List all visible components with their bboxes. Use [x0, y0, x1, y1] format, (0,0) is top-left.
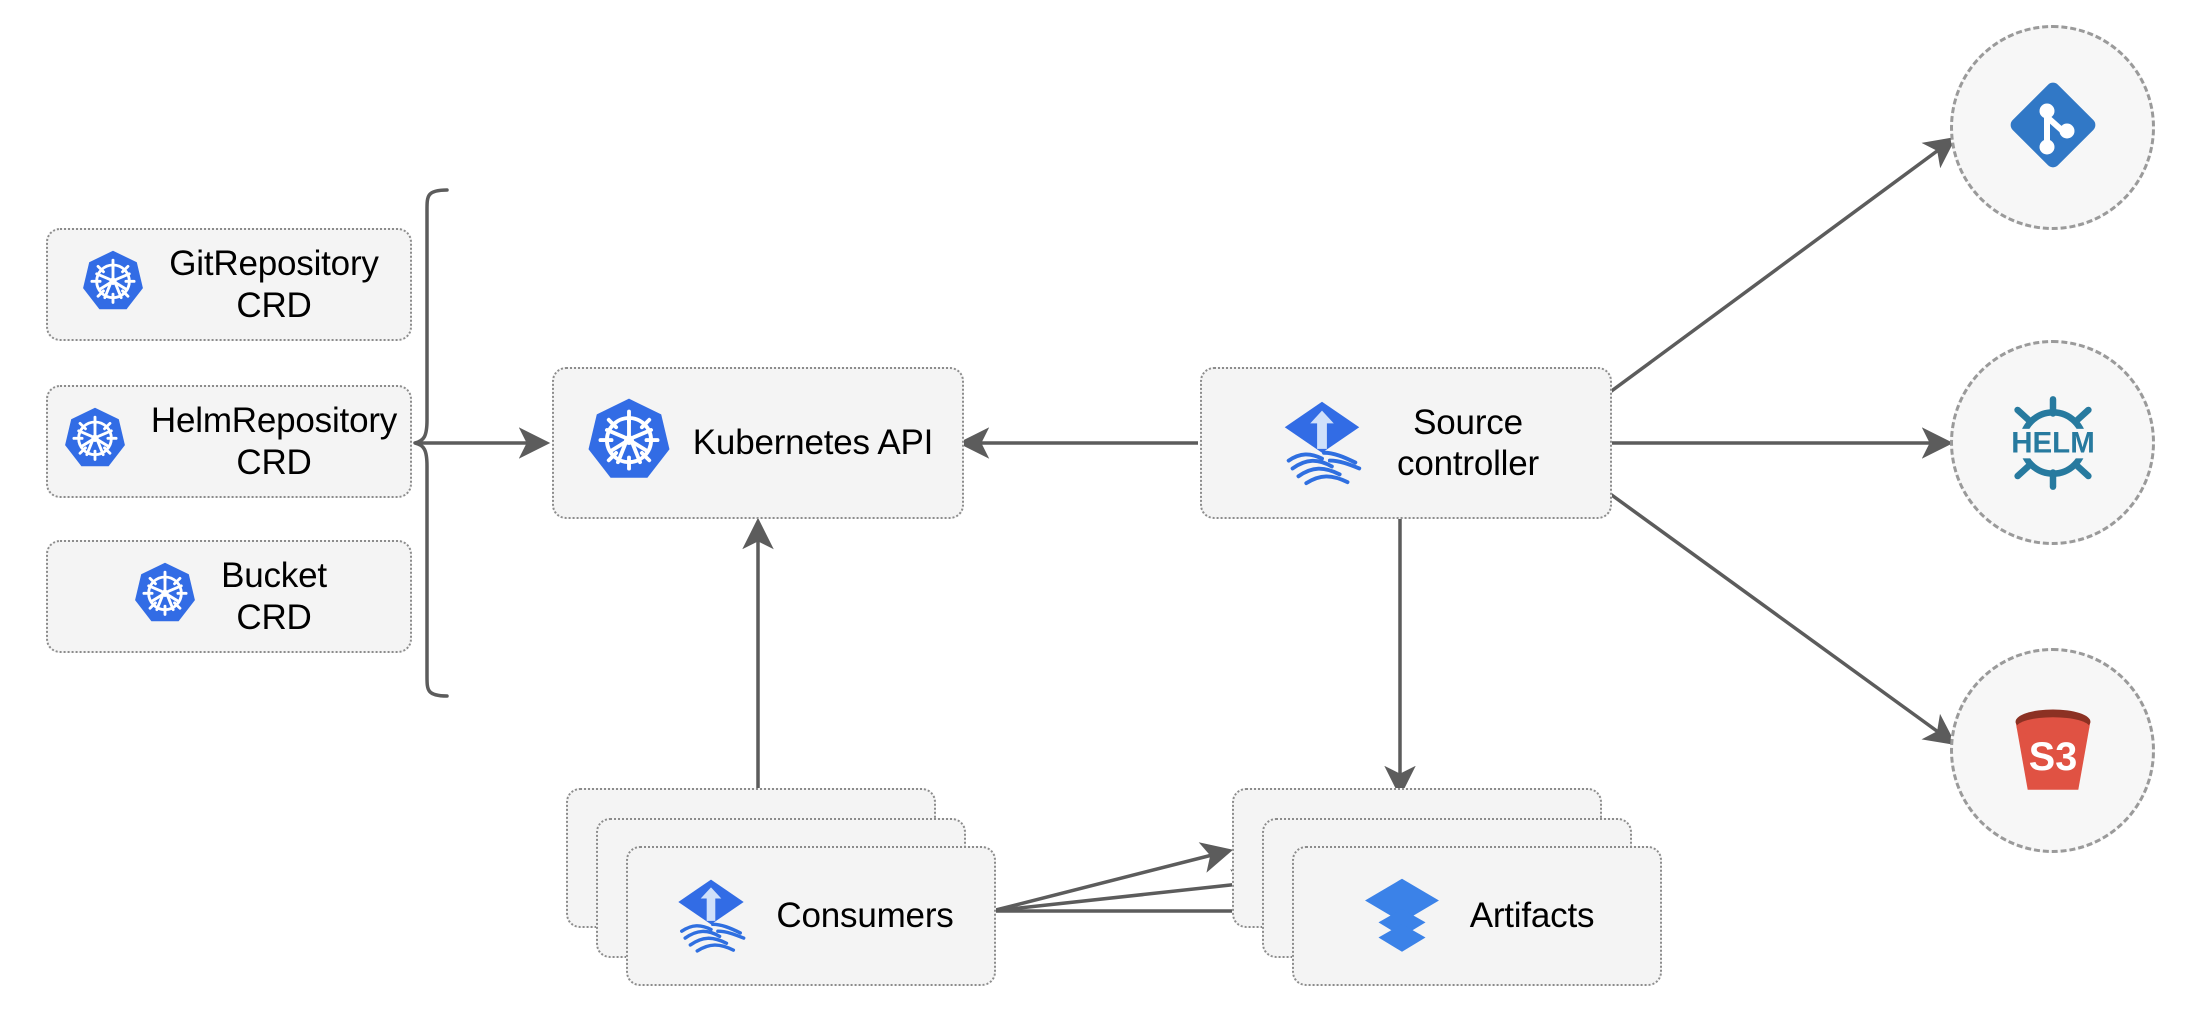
layers-icon: [1360, 872, 1444, 961]
git-endpoint-circle[interactable]: [1950, 25, 2155, 230]
edge-consumers-to-artifacts-1: [991, 842, 1234, 913]
crd-box-bucket[interactable]: Bucket CRD: [46, 540, 412, 653]
crd-label: Bucket CRD: [221, 556, 327, 637]
consumers-label: Consumers: [776, 896, 954, 936]
source-controller-label: Source controller: [1397, 402, 1539, 483]
crd-box-helmrepository[interactable]: HelmRepository CRD: [46, 385, 412, 498]
artifacts-box[interactable]: Artifacts: [1292, 846, 1662, 986]
source-controller-box[interactable]: Source controller: [1200, 367, 1612, 519]
kubernetes-icon: [61, 405, 129, 478]
kubernetes-api-label: Kubernetes API: [692, 423, 934, 463]
git-icon: [2003, 75, 2103, 180]
helm-endpoint-circle[interactable]: HELM: [1950, 340, 2155, 545]
edge-source-controller-to-s3: [1600, 486, 1957, 746]
kubernetes-icon: [131, 560, 199, 633]
artifacts-label: Artifacts: [1469, 896, 1595, 936]
kubernetes-icon: [583, 395, 675, 492]
consumers-box[interactable]: Consumers: [626, 846, 996, 986]
s3-endpoint-label: S3: [2028, 735, 2076, 779]
crd-label: GitRepository CRD: [169, 244, 379, 325]
crd-group-bracket: [413, 188, 449, 698]
s3-icon: S3: [1998, 693, 2108, 808]
consumers-stack: Consumers: [566, 788, 1006, 988]
crd-box-gitrepository[interactable]: GitRepository CRD: [46, 228, 412, 341]
helm-icon: HELM: [1994, 384, 2112, 502]
kubernetes-api-box[interactable]: Kubernetes API: [552, 367, 964, 519]
helm-endpoint-label: HELM: [2011, 426, 2095, 459]
kubernetes-icon: [79, 248, 147, 321]
s3-endpoint-circle[interactable]: S3: [1950, 648, 2155, 853]
edge-source-controller-to-git: [1600, 136, 1957, 400]
edge-consumers-to-artifacts-2: [991, 869, 1264, 913]
flux-icon: [668, 871, 754, 962]
crd-label: HelmRepository CRD: [150, 401, 398, 482]
artifacts-stack: Artifacts: [1232, 788, 1672, 988]
flux-icon: [1273, 392, 1371, 495]
